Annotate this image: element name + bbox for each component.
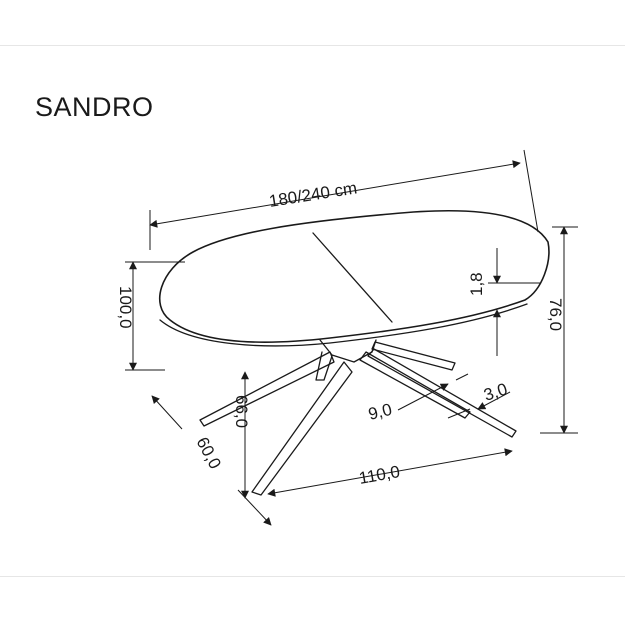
base-width-label: 60,0 bbox=[192, 434, 224, 472]
leg-height-label: 66,0 bbox=[232, 395, 251, 428]
extension-seam bbox=[312, 232, 393, 323]
height-label: 76,0 bbox=[546, 298, 565, 331]
length-label: 180/240 cm bbox=[268, 178, 359, 211]
drawing-frame bbox=[0, 45, 625, 577]
top-thickness-label: 1,8 bbox=[467, 272, 486, 296]
product-name: SANDRO bbox=[35, 92, 154, 122]
leg-width-label: 9,0 bbox=[366, 400, 394, 424]
leg-thickness-label: 3,0 bbox=[481, 379, 509, 404]
base-length-label: 110,0 bbox=[357, 462, 401, 488]
width-label: 100,0 bbox=[116, 286, 135, 329]
table-top bbox=[159, 210, 550, 347]
